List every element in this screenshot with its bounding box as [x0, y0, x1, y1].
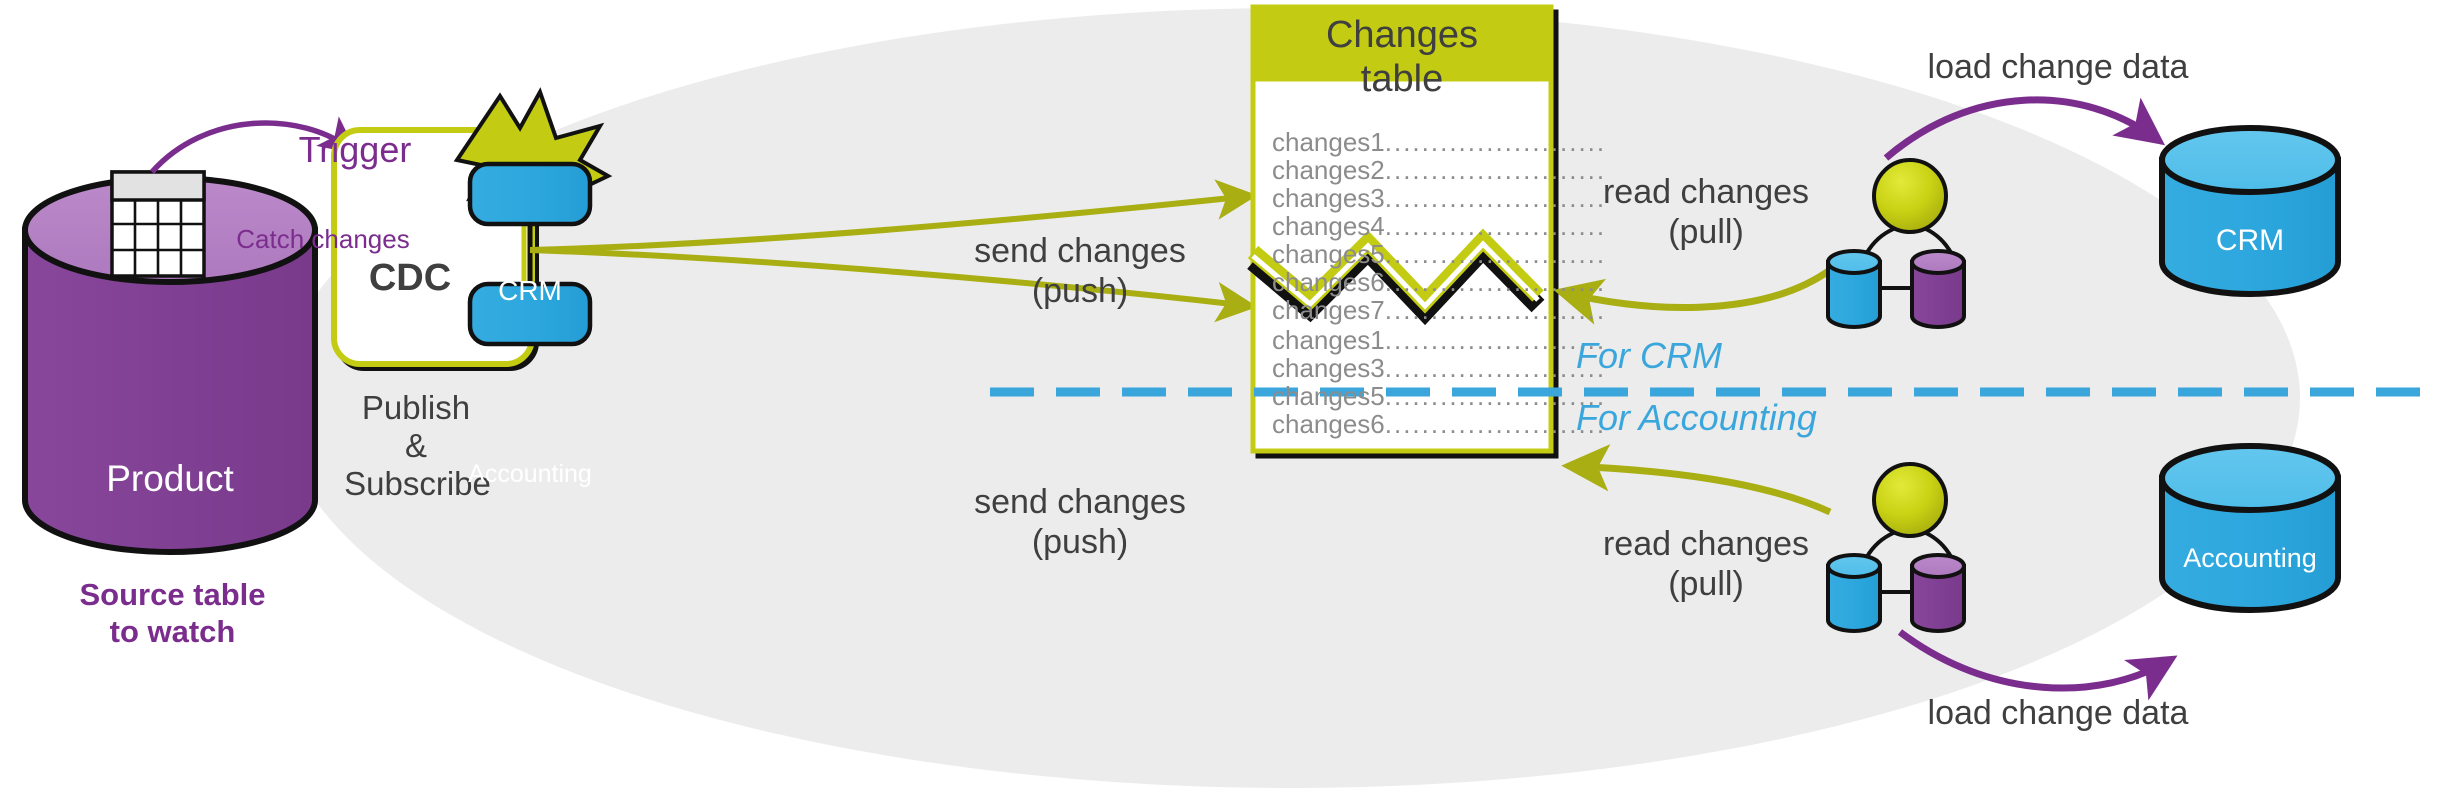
- changes-table-lower-rows: changes1........................changes3…: [1272, 325, 1604, 439]
- push-label-accounting-line1: send changes: [974, 483, 1186, 521]
- changes-row-label: changes6: [1272, 267, 1385, 297]
- changes-table-header-line2: table: [1360, 58, 1444, 100]
- pull-label-crm-line2: (pull): [1668, 213, 1744, 251]
- changes-row-label: changes4: [1272, 211, 1385, 241]
- changes-table-row-lower: changes3........................: [1272, 353, 1604, 383]
- push-label-crm-line2: (push): [1031, 272, 1129, 310]
- changes-row-dots: ........................: [1384, 183, 1607, 213]
- target-database-accounting: [2159, 443, 2341, 613]
- pull-arrow-crm: [1553, 267, 1833, 325]
- changes-table-row-lower: changes6........................: [1272, 409, 1604, 439]
- target-database-crm: [2159, 125, 2341, 297]
- changes-row-dots: ........................: [1384, 295, 1607, 325]
- pull-label-accounting-line1: read changes: [1602, 525, 1810, 563]
- cdc-title: CDC: [368, 257, 452, 299]
- changes-row-dots: ........................: [1384, 155, 1607, 185]
- etl-node-icon-bottom: [1826, 462, 1966, 633]
- push-label-accounting-line2: (push): [1031, 523, 1129, 561]
- changes-row-dots: ........................: [1384, 211, 1607, 241]
- push-arrow-crm: [529, 179, 1258, 253]
- changes-table-row-upper: changes3........................: [1272, 183, 1604, 213]
- changes-table-upper-rows: changes1........................changes2…: [1272, 127, 1604, 325]
- divider-label-for-crm: For CRM: [1576, 335, 1722, 376]
- source-caption-line1: Source table: [79, 577, 266, 612]
- source-table-icon: [110, 170, 206, 278]
- changes-row-label: changes3: [1272, 353, 1385, 383]
- changes-row-dots: ........................: [1384, 381, 1607, 411]
- changes-row-label: changes3: [1272, 183, 1385, 213]
- changes-row-dots: ........................: [1384, 239, 1607, 269]
- changes-table-row-upper: changes5........................: [1272, 239, 1604, 269]
- etl-node-icon-top: [1826, 158, 1966, 329]
- changes-row-dots: ........................: [1384, 127, 1607, 157]
- changes-row-label: changes6: [1272, 409, 1385, 439]
- changes-row-dots: ........................: [1384, 267, 1607, 297]
- target-label-crm: CRM: [2215, 224, 2285, 257]
- changes-table-row-upper: changes6........................: [1272, 267, 1604, 297]
- changes-row-dots: ........................: [1384, 409, 1607, 439]
- changes-table-row-lower: changes1........................: [1272, 325, 1604, 355]
- load-arrow-bottom: [1897, 629, 2178, 701]
- cdc-node-crm: [467, 161, 593, 227]
- cdc-node-label-crm: CRM: [498, 275, 562, 306]
- source-caption-line2: to watch: [109, 614, 236, 649]
- source-db-label: Product: [106, 458, 234, 499]
- changes-table-header-line1: Changes: [1325, 14, 1479, 56]
- changes-row-label: changes5: [1272, 381, 1385, 411]
- push-arrow-accounting: [529, 247, 1258, 323]
- load-label-top: load change data: [1927, 48, 2189, 86]
- changes-table-zigzag-separator: [1247, 228, 1545, 326]
- changes-table-row-upper: changes2........................: [1272, 155, 1604, 185]
- trigger-arrow: [149, 116, 358, 174]
- divider-label-for-accounting: For Accounting: [1576, 397, 1817, 438]
- changes-table-row-upper: changes1........................: [1272, 127, 1604, 157]
- cdc-node-label-accounting: Accounting: [468, 460, 592, 488]
- changes-row-dots: ........................: [1384, 353, 1607, 383]
- changes-table-row-upper: changes4........................: [1272, 211, 1604, 241]
- target-label-accounting: Accounting: [2183, 543, 2317, 573]
- changes-row-label: changes5: [1272, 239, 1385, 269]
- cdc-subtitle-line3: Subscribe: [344, 465, 491, 502]
- load-arrow-top: [1883, 96, 2166, 161]
- trigger-sublabel: Catch changes: [236, 224, 410, 254]
- pull-label-crm-line1: read changes: [1602, 173, 1810, 211]
- changes-row-label: changes1: [1272, 127, 1385, 157]
- trigger-label: Trigger: [298, 129, 412, 170]
- load-label-bottom: load change data: [1927, 694, 2189, 732]
- cdc-subtitle-line2: &: [404, 427, 427, 464]
- changes-table-row-lower: changes5........................: [1272, 381, 1604, 411]
- push-label-crm-line1: send changes: [974, 232, 1186, 270]
- changes-row-label: changes2: [1272, 155, 1385, 185]
- changes-row-label: changes7: [1272, 295, 1385, 325]
- pull-label-accounting-line2: (pull): [1668, 565, 1744, 603]
- changes-row-label: changes1: [1272, 325, 1385, 355]
- changes-row-dots: ........................: [1384, 325, 1607, 355]
- changes-table-row-upper: changes7........................: [1272, 295, 1604, 325]
- cdc-node-accounting: [467, 281, 593, 347]
- cdc-subtitle-line1: Publish: [361, 389, 471, 426]
- changes-table-shape: [1250, 4, 1559, 459]
- pull-arrow-accounting: [1561, 444, 1832, 516]
